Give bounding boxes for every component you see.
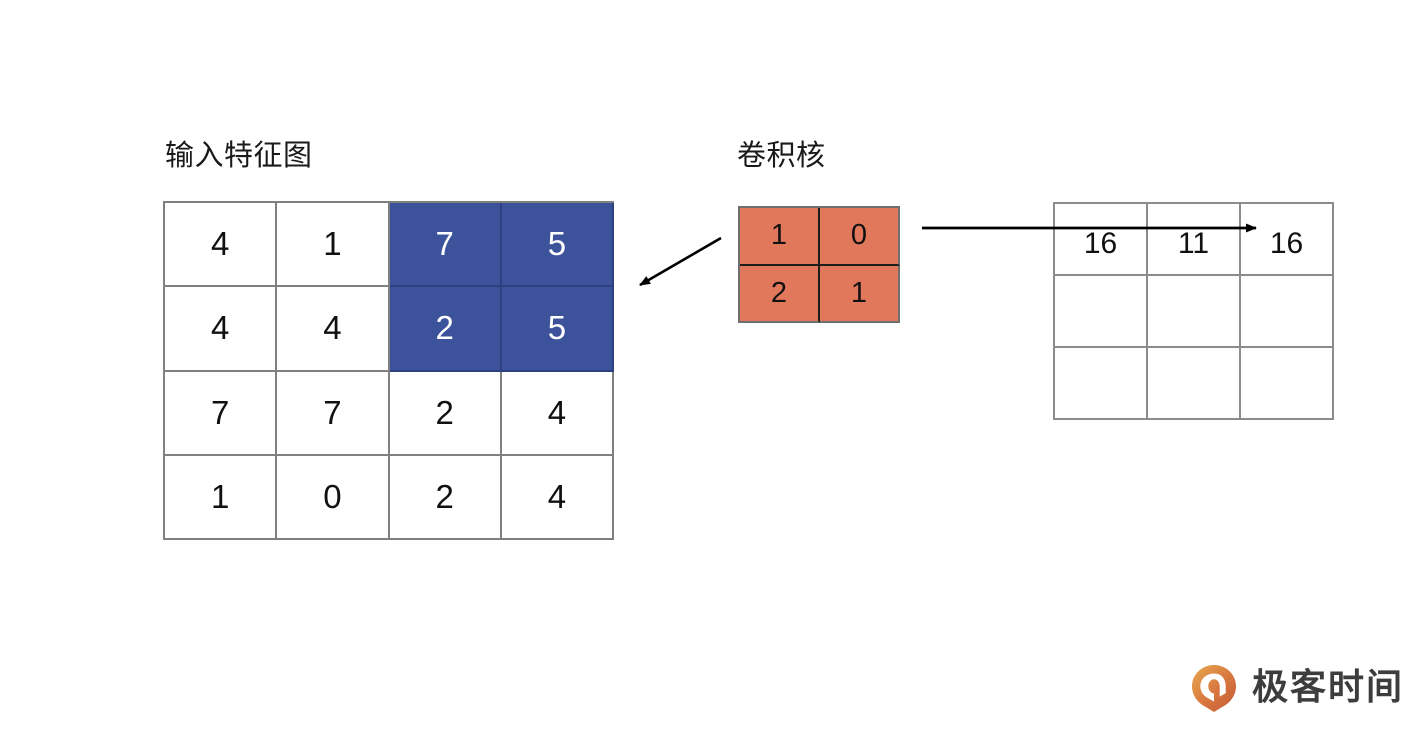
input-cell-r0c2: 7 bbox=[389, 203, 502, 288]
geektime-logo-icon bbox=[1188, 662, 1240, 714]
output-cell-r1c0 bbox=[1055, 276, 1148, 348]
output-cell-r0c0: 16 bbox=[1055, 204, 1148, 276]
input-cell-r3c2: 2 bbox=[389, 455, 502, 540]
arrow-kernel-to-input-icon bbox=[639, 236, 722, 287]
output-cell-r2c1 bbox=[1148, 348, 1241, 420]
kernel-title: 卷积核 bbox=[737, 140, 826, 172]
input-cell-r2c0: 7 bbox=[165, 371, 278, 456]
input-cell-r0c0: 4 bbox=[165, 203, 278, 288]
input-feature-map-title: 输入特征图 bbox=[165, 140, 313, 172]
input-feature-map-grid: 4 1 7 5 4 4 2 5 7 7 2 4 1 0 2 4 bbox=[163, 201, 614, 540]
kernel-cell-r0c0: 1 bbox=[740, 208, 820, 266]
output-cell-r2c2 bbox=[1241, 348, 1334, 420]
input-cell-r0c3: 5 bbox=[501, 203, 614, 288]
watermark-label: 极客时间 bbox=[1252, 667, 1405, 708]
output-cell-r0c2: 16 bbox=[1241, 204, 1334, 276]
input-cell-r1c0: 4 bbox=[165, 287, 278, 372]
input-cell-r0c1: 1 bbox=[277, 203, 390, 288]
input-cell-r2c2: 2 bbox=[389, 371, 502, 456]
kernel-cell-r1c1: 1 bbox=[820, 265, 900, 323]
input-cell-r1c1: 4 bbox=[277, 287, 390, 372]
input-cell-r1c2: 2 bbox=[389, 287, 502, 372]
kernel-grid: 1 0 2 1 bbox=[738, 206, 900, 323]
kernel-cell-r1c0: 2 bbox=[740, 265, 820, 323]
input-cell-r1c3: 5 bbox=[501, 287, 614, 372]
input-cell-r2c3: 4 bbox=[501, 371, 614, 456]
output-cell-r2c0 bbox=[1055, 348, 1148, 420]
kernel-cell-r0c1: 0 bbox=[820, 208, 900, 266]
input-cell-r3c0: 1 bbox=[165, 455, 278, 540]
output-cell-r0c1: 11 bbox=[1148, 204, 1241, 276]
input-cell-r2c1: 7 bbox=[277, 371, 390, 456]
input-cell-r3c3: 4 bbox=[501, 455, 614, 540]
watermark: 极客时间 bbox=[1188, 662, 1404, 714]
output-feature-map-grid: 16 11 16 bbox=[1053, 202, 1334, 420]
output-cell-r1c1 bbox=[1148, 276, 1241, 348]
output-cell-r1c2 bbox=[1241, 276, 1334, 348]
input-cell-r3c1: 0 bbox=[277, 455, 390, 540]
